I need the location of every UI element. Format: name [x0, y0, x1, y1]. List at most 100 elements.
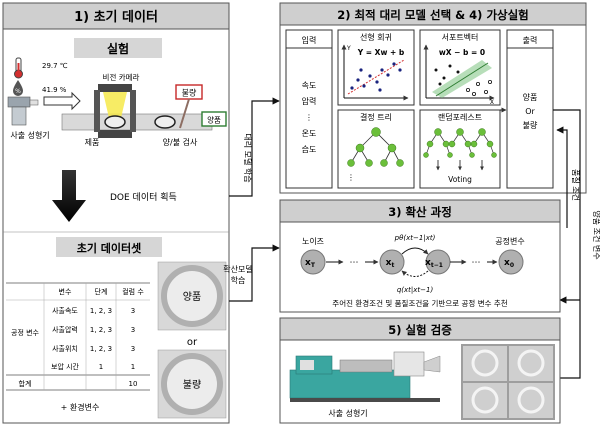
validation-product-photos	[461, 344, 555, 420]
camera-gate	[94, 84, 136, 138]
svg-text:x0: x0	[504, 258, 514, 269]
node-xt-1-sub: t−1	[431, 262, 443, 269]
table-row-name: 사출압력	[52, 325, 78, 334]
diffusion-learning-label-1: 확산모델	[223, 264, 252, 274]
node-x0-sub: 0	[510, 262, 514, 269]
table-header-variable: 변수	[59, 288, 72, 296]
svm-axis-x: X	[490, 99, 494, 106]
node-x0: x0	[498, 249, 524, 275]
model-linear-regression: 선형 회귀 Y Y = Xw + b	[337, 29, 415, 106]
table-header-levels: 단계	[95, 287, 108, 296]
input-item-pressure: 압력	[302, 96, 317, 106]
panel-diffusion-process: 3) 확산 과정 노이즈 공정변수 xT ⋯ xt xt−1 ⋯	[279, 199, 561, 313]
voting-label: Voting	[448, 175, 472, 184]
humidity-value: 41.9 %	[42, 86, 67, 94]
node-xt: xt	[379, 249, 405, 275]
svg-text:xT: xT	[305, 258, 316, 269]
table-header-columns: 컬럼 수	[122, 288, 144, 296]
node-xt-1-var: x	[425, 258, 431, 268]
panel-experiment-validation: 5) 실험 검증 사출 성형기	[279, 317, 561, 424]
table-row-levels: 1, 2, 3	[90, 307, 112, 315]
vision-camera-label: 비전 카메라	[103, 72, 140, 82]
diffusion-learning-label-2: 학습	[231, 275, 246, 285]
reverse-process-label: pθ(xt−1|xt)	[394, 234, 436, 242]
model-support-vector: 서포트벡터 X wX − b = 0	[419, 29, 501, 106]
table-row-columns: 3	[131, 307, 135, 315]
table-row-levels: 1, 2, 3	[90, 326, 112, 334]
node-xT: xT	[300, 249, 326, 275]
sample-good-label: 양품	[183, 291, 201, 303]
inspection-label: 양/불 검사	[163, 137, 198, 147]
linear-eq: Y = Xw + b	[357, 48, 405, 57]
dataset-label: 초기 데이터셋	[77, 241, 142, 255]
temperature-value: 29.7 ℃	[42, 62, 68, 70]
product-under-camera	[104, 115, 126, 129]
panel5-machine-label: 사출 성형기	[328, 408, 367, 418]
defect-tag: 불량	[182, 88, 197, 98]
connector-good-condition: 양품 조건 변수	[553, 109, 600, 379]
forward-process-label: q(xt|xt−1)	[397, 286, 434, 294]
table-row-columns: 3	[131, 345, 135, 353]
feed-arrow	[43, 91, 81, 111]
good-condition-var-label: 양품 조건 변수	[592, 210, 600, 259]
table-row-levels: 1, 2, 3	[90, 345, 112, 353]
table-row-name: 사출위치	[52, 344, 78, 353]
defect-sample-icon	[161, 353, 223, 415]
panel2-title: 2) 최적 대리 모델 선택 & 4) 가상실험	[337, 8, 529, 22]
svg-text:xt−1: xt−1	[425, 258, 443, 269]
table-group-label: 공정 변수	[11, 328, 40, 337]
table-total-label: 합계	[19, 379, 32, 388]
input-item-ellipsis: ⋮	[305, 113, 313, 122]
panel3-title: 3) 확산 과정	[388, 205, 452, 219]
table-row-levels: 1	[99, 363, 103, 371]
machine-label-1: 사출 성형기	[10, 130, 49, 140]
model-decision-tree: 결정 트리 ⋮	[337, 109, 415, 189]
conveyor-belt	[61, 113, 213, 131]
sample-photos: 양품 or 불량	[157, 261, 227, 419]
node-x0-var: x	[504, 258, 510, 268]
node-xt-var: x	[386, 258, 392, 268]
svg-text:xt: xt	[386, 258, 395, 269]
input-header: 입력	[302, 35, 317, 45]
table-row-columns: 1	[131, 363, 135, 371]
humidity-icon: %	[13, 80, 23, 96]
table-row-columns: 3	[131, 326, 135, 334]
linear-title: 선형 회귀	[360, 32, 392, 42]
machine-label-line: 사출 성형기	[10, 130, 49, 140]
param-label: 공정변수	[495, 236, 524, 246]
table-group-label-text: 공정 변수	[11, 328, 40, 337]
forest-title: 랜덤포레스트	[438, 112, 482, 122]
connector-quality: 품질 조건	[556, 126, 581, 228]
input-item-temperature: 온도	[302, 129, 317, 138]
input-item-humidity: 습도	[302, 145, 317, 154]
noise-label: 노이즈	[302, 236, 324, 246]
good-sample-icon	[161, 265, 223, 327]
input-item-speed: 속도	[302, 81, 317, 90]
table-row-name: 보압 시간	[51, 362, 80, 371]
output-bad: 불량	[523, 120, 538, 130]
doe-arrow	[52, 170, 86, 222]
sample-bad-label: 불량	[183, 379, 201, 391]
diffusion-caption: 주어진 환경조건 및 품질조건을 기반으로 공정 변수 추천	[332, 298, 507, 308]
dots-left: ⋯	[350, 258, 359, 268]
node-xt-1: xt−1	[425, 249, 451, 275]
experiment-label: 실험	[107, 41, 129, 56]
panel5-title: 5) 실험 검증	[388, 323, 452, 337]
node-xt-sub: t	[391, 262, 394, 269]
tree-ellipsis: ⋮	[347, 173, 355, 182]
doe-label: DOE 데이터 획득	[110, 191, 177, 203]
injection-molding-machine-icon	[289, 351, 441, 402]
sample-or-label: or	[187, 337, 198, 348]
panel-surrogate-model: 2) 최적 대리 모델 선택 & 4) 가상실험 입력 속도 압력 ⋮ 온도 습…	[279, 2, 587, 194]
product-label: 제품	[85, 138, 100, 147]
output-good: 양품	[523, 93, 538, 102]
svm-eq: wX − b = 0	[439, 48, 485, 57]
svg-text:%: %	[15, 88, 21, 95]
table-total-value: 10	[129, 380, 138, 388]
good-tag: 양품	[207, 116, 221, 125]
linear-axis-y: Y	[346, 45, 351, 52]
thermometer-icon	[14, 57, 23, 79]
experiment-section: 실험 29.7 ℃ % 41.9 % 비전 카메라 사출 성	[7, 38, 227, 147]
panel1-title: 1) 초기 데이터	[74, 9, 158, 25]
env-variable-label: + 환경변수	[61, 402, 100, 412]
